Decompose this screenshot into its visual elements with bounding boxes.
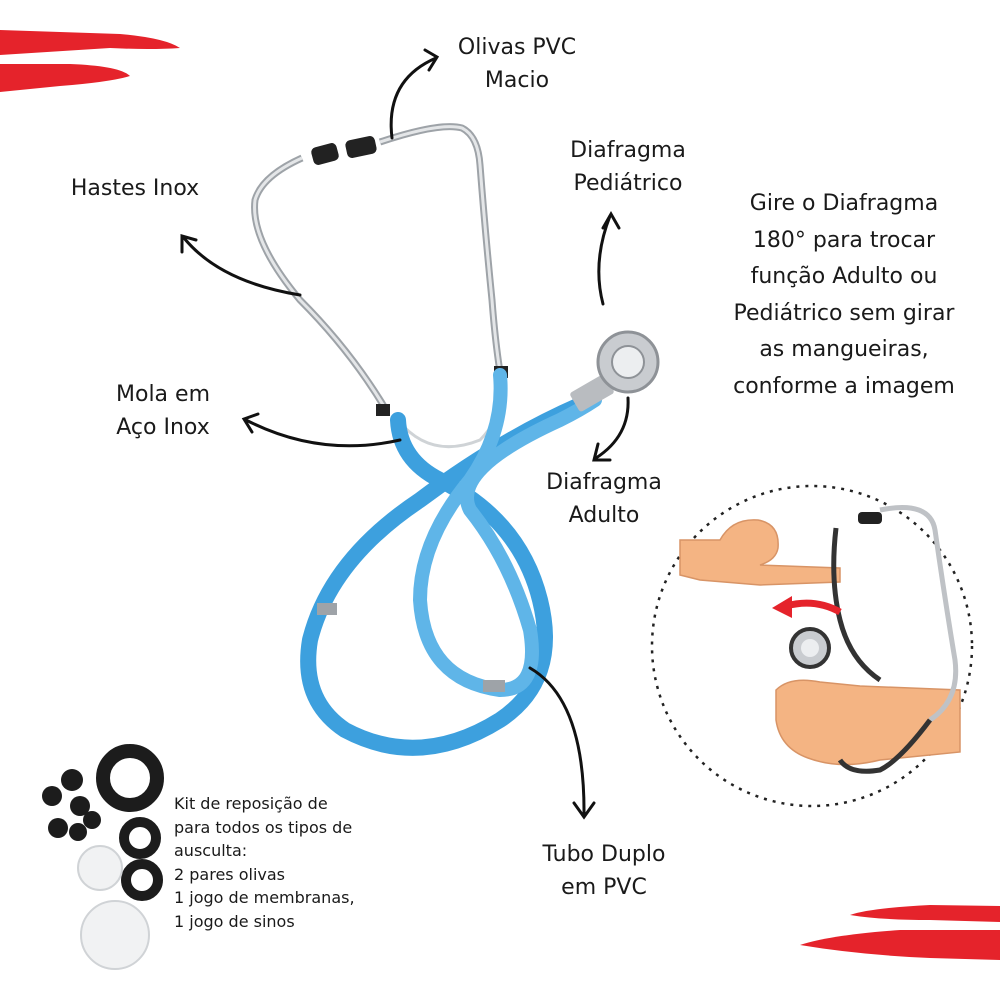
brush-stroke-bottom-2 (800, 930, 1000, 960)
brush-stroke-top-2 (0, 64, 130, 92)
kit-description: Kit de reposição de para todos os tipos … (174, 794, 355, 931)
arrow-to-diafragma-adulto (594, 396, 630, 460)
label-hastes: Hastes Inox (70, 176, 200, 201)
label-tubo: Tubo Duplo em PVC (542, 842, 666, 900)
label-diafragma-adulto: Diafragma Adulto (546, 470, 662, 528)
brush-stroke-top-1 (0, 30, 180, 55)
label-diafragma-pediatrico: Diafragma Pediátrico (570, 138, 686, 196)
arrow-to-diafragma-pediatrico (597, 214, 612, 306)
rotation-note: Gire o Diafragma 180° para trocar função… (733, 191, 955, 399)
arrow-to-mola (244, 418, 402, 448)
arrow-to-tubo (528, 666, 586, 817)
label-mola: Mola em Aço Inox (116, 382, 210, 440)
brush-stroke-bottom-1 (850, 905, 1000, 922)
arrow-to-olivas (389, 56, 438, 140)
label-olivas: Olivas PVC Macio (457, 35, 577, 93)
arrow-to-hastes (182, 236, 302, 297)
